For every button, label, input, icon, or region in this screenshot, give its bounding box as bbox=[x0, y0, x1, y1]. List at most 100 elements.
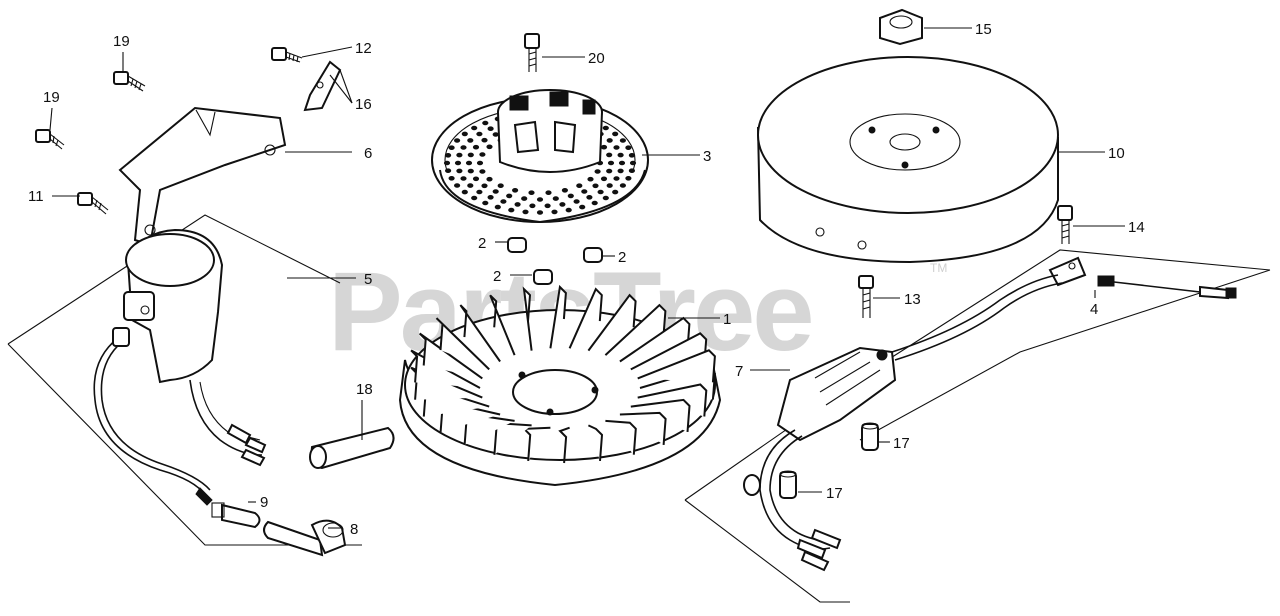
fan-fin bbox=[637, 349, 716, 383]
callout-19-upper: 19 bbox=[113, 33, 130, 50]
perforation-hole bbox=[467, 168, 474, 174]
perforation-hole bbox=[521, 196, 528, 201]
perforation-hole bbox=[607, 160, 615, 166]
perforation-hole bbox=[454, 138, 461, 143]
perforation-hole bbox=[481, 183, 488, 189]
nut-part-2-b bbox=[583, 247, 603, 263]
callout-16: 16 bbox=[355, 96, 372, 113]
perforation-hole bbox=[587, 176, 594, 182]
terminal-part-4 bbox=[1048, 256, 1237, 300]
bolt-part-19-upper bbox=[113, 71, 146, 92]
callouts: 12 16 6 19 19 11 5 9 8 18 20 3 2 2 2 1 1… bbox=[28, 21, 1145, 538]
perforation-hole bbox=[573, 199, 580, 204]
perforation-hole bbox=[472, 176, 480, 182]
perforation-hole bbox=[460, 145, 467, 150]
clip-part-16 bbox=[303, 60, 342, 112]
perforation-hole bbox=[512, 188, 519, 193]
perforation-hole bbox=[460, 176, 467, 181]
perforation-hole bbox=[471, 195, 478, 201]
perforation-hole bbox=[506, 193, 513, 199]
fan-fin bbox=[604, 303, 667, 356]
watermark-trademark: TM bbox=[930, 261, 947, 275]
perforation-hole bbox=[476, 189, 483, 195]
fan-fin bbox=[522, 286, 533, 351]
callout-17-upper: 17 bbox=[893, 435, 910, 452]
callout-19-lower: 19 bbox=[43, 89, 60, 106]
callout-1: 1 bbox=[723, 311, 731, 328]
perforation-hole bbox=[461, 131, 468, 137]
perforation-hole bbox=[567, 193, 574, 199]
perforation-hole bbox=[612, 189, 619, 195]
perforation-hole bbox=[492, 132, 499, 137]
terminal-part-9 bbox=[211, 502, 261, 529]
bolt-part-14 bbox=[1057, 205, 1073, 244]
perforation-hole bbox=[467, 152, 474, 158]
perforation-hole bbox=[476, 131, 483, 137]
perforation-hole bbox=[551, 209, 558, 215]
perforation-hole bbox=[619, 138, 627, 143]
perforation-hole bbox=[465, 160, 473, 166]
perforation-hole bbox=[600, 144, 608, 150]
perforation-hole bbox=[482, 200, 489, 206]
fan-fin bbox=[568, 287, 603, 349]
fan-fin bbox=[435, 317, 490, 371]
perforation-hole bbox=[586, 195, 593, 200]
perforation-hole bbox=[561, 188, 569, 193]
perforation-hole bbox=[606, 152, 613, 158]
perforation-hole bbox=[606, 183, 613, 188]
perforation-hole bbox=[600, 176, 608, 182]
fan-fin bbox=[605, 419, 637, 455]
perforation-hole bbox=[472, 144, 480, 150]
perforation-hole bbox=[612, 131, 619, 137]
perforation-hole bbox=[487, 195, 494, 200]
perforation-hole bbox=[467, 183, 474, 188]
perforation-hole bbox=[500, 199, 507, 204]
perforation-hole bbox=[618, 160, 626, 166]
perforation-hole bbox=[591, 200, 598, 206]
callout-7: 7 bbox=[735, 363, 743, 380]
callout-6: 6 bbox=[364, 145, 372, 162]
callout-9: 9 bbox=[260, 494, 268, 511]
perforation-hole bbox=[594, 169, 601, 174]
perforation-hole bbox=[497, 183, 504, 188]
flywheel-part-10 bbox=[756, 56, 1059, 264]
perforation-hole bbox=[606, 168, 613, 174]
perforation-hole bbox=[529, 203, 536, 209]
perforation-hole bbox=[448, 145, 455, 150]
perforation-hole bbox=[467, 138, 474, 143]
bolt-part-19-lower bbox=[35, 129, 65, 150]
perforation-hole bbox=[479, 152, 486, 157]
sleeve-part-17-lower bbox=[779, 470, 797, 499]
perforation-hole bbox=[445, 168, 452, 173]
perforation-hole bbox=[576, 183, 583, 188]
callout-2-c: 2 bbox=[493, 268, 501, 285]
callout-10: 10 bbox=[1108, 145, 1125, 162]
perforation-hole bbox=[602, 195, 609, 201]
callout-11: 11 bbox=[28, 188, 44, 205]
perforation-hole bbox=[625, 176, 632, 181]
perforation-hole bbox=[606, 138, 613, 143]
charge-coil-part-7 bbox=[743, 274, 1063, 572]
perforation-hole bbox=[629, 160, 637, 166]
fan-fin bbox=[549, 284, 567, 349]
fan-fin bbox=[558, 426, 570, 464]
perforation-hole bbox=[461, 189, 468, 195]
callout-17-lower: 17 bbox=[826, 485, 843, 502]
callout-2-b: 2 bbox=[618, 249, 626, 266]
perforation-hole bbox=[613, 176, 620, 181]
nut-part-15 bbox=[879, 8, 923, 46]
perforation-hole bbox=[579, 204, 586, 210]
perforation-hole bbox=[628, 168, 636, 173]
perforation-hole bbox=[486, 144, 493, 150]
fan-fin bbox=[587, 424, 604, 461]
nut-part-2-c bbox=[533, 269, 553, 285]
callout-20: 20 bbox=[588, 50, 605, 67]
nut-part-2-a bbox=[507, 237, 527, 253]
perforation-hole bbox=[545, 190, 552, 195]
perforation-hole bbox=[443, 160, 451, 166]
perforation-hole bbox=[552, 196, 559, 201]
bolt-part-12 bbox=[271, 47, 303, 63]
fan-fin bbox=[489, 294, 516, 356]
callout-5: 5 bbox=[364, 271, 372, 288]
